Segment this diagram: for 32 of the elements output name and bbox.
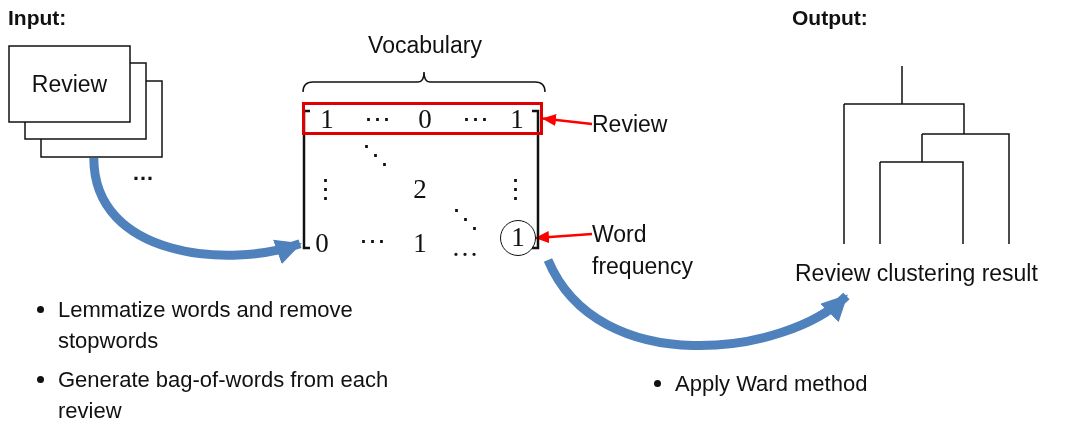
document-label: Review	[30, 70, 109, 99]
annotation-label: Word frequency	[592, 220, 694, 281]
section-heading: Input:	[8, 6, 67, 30]
matrix-entry: 1	[320, 104, 334, 134]
arrow	[542, 114, 593, 126]
arrow	[535, 231, 593, 244]
highlight-box	[302, 102, 543, 135]
matrix-entry: ⋮	[501, 174, 529, 204]
bullet-item: Lemmatize words and remove stopwords	[58, 296, 354, 355]
matrix-entry: 1	[510, 104, 524, 134]
result-label: Review clustering result	[795, 260, 1038, 287]
matrix-entry: ⋱	[451, 204, 479, 234]
annotation-label: Review	[592, 110, 669, 139]
ellipsis: …	[132, 160, 154, 186]
document-stack	[8, 45, 164, 158]
matrix-entry: …	[451, 232, 479, 262]
curved-arrow	[89, 157, 302, 263]
brace-label: Vocabulary	[367, 32, 483, 59]
section-heading: Output:	[792, 6, 868, 30]
matrix-entry: 1	[413, 228, 427, 258]
matrix-entry: ⋯	[363, 104, 391, 134]
matrix-entry: ⋯	[461, 104, 489, 134]
matrix-entry: 1	[511, 222, 525, 252]
matrix-entry: ⋮	[311, 174, 339, 204]
matrix-entry: ⋱	[361, 140, 389, 170]
matrix-entry: 0	[315, 228, 329, 258]
matrix-entry: 0	[418, 104, 432, 134]
bullet-item: Apply Ward method	[675, 370, 868, 398]
matrix-entry: 2	[413, 174, 427, 204]
matrix-entry: ⋯	[358, 226, 386, 256]
bullet-item: Generate bag-of-words from each review	[58, 366, 390, 425]
curved-arrow	[544, 257, 850, 350]
